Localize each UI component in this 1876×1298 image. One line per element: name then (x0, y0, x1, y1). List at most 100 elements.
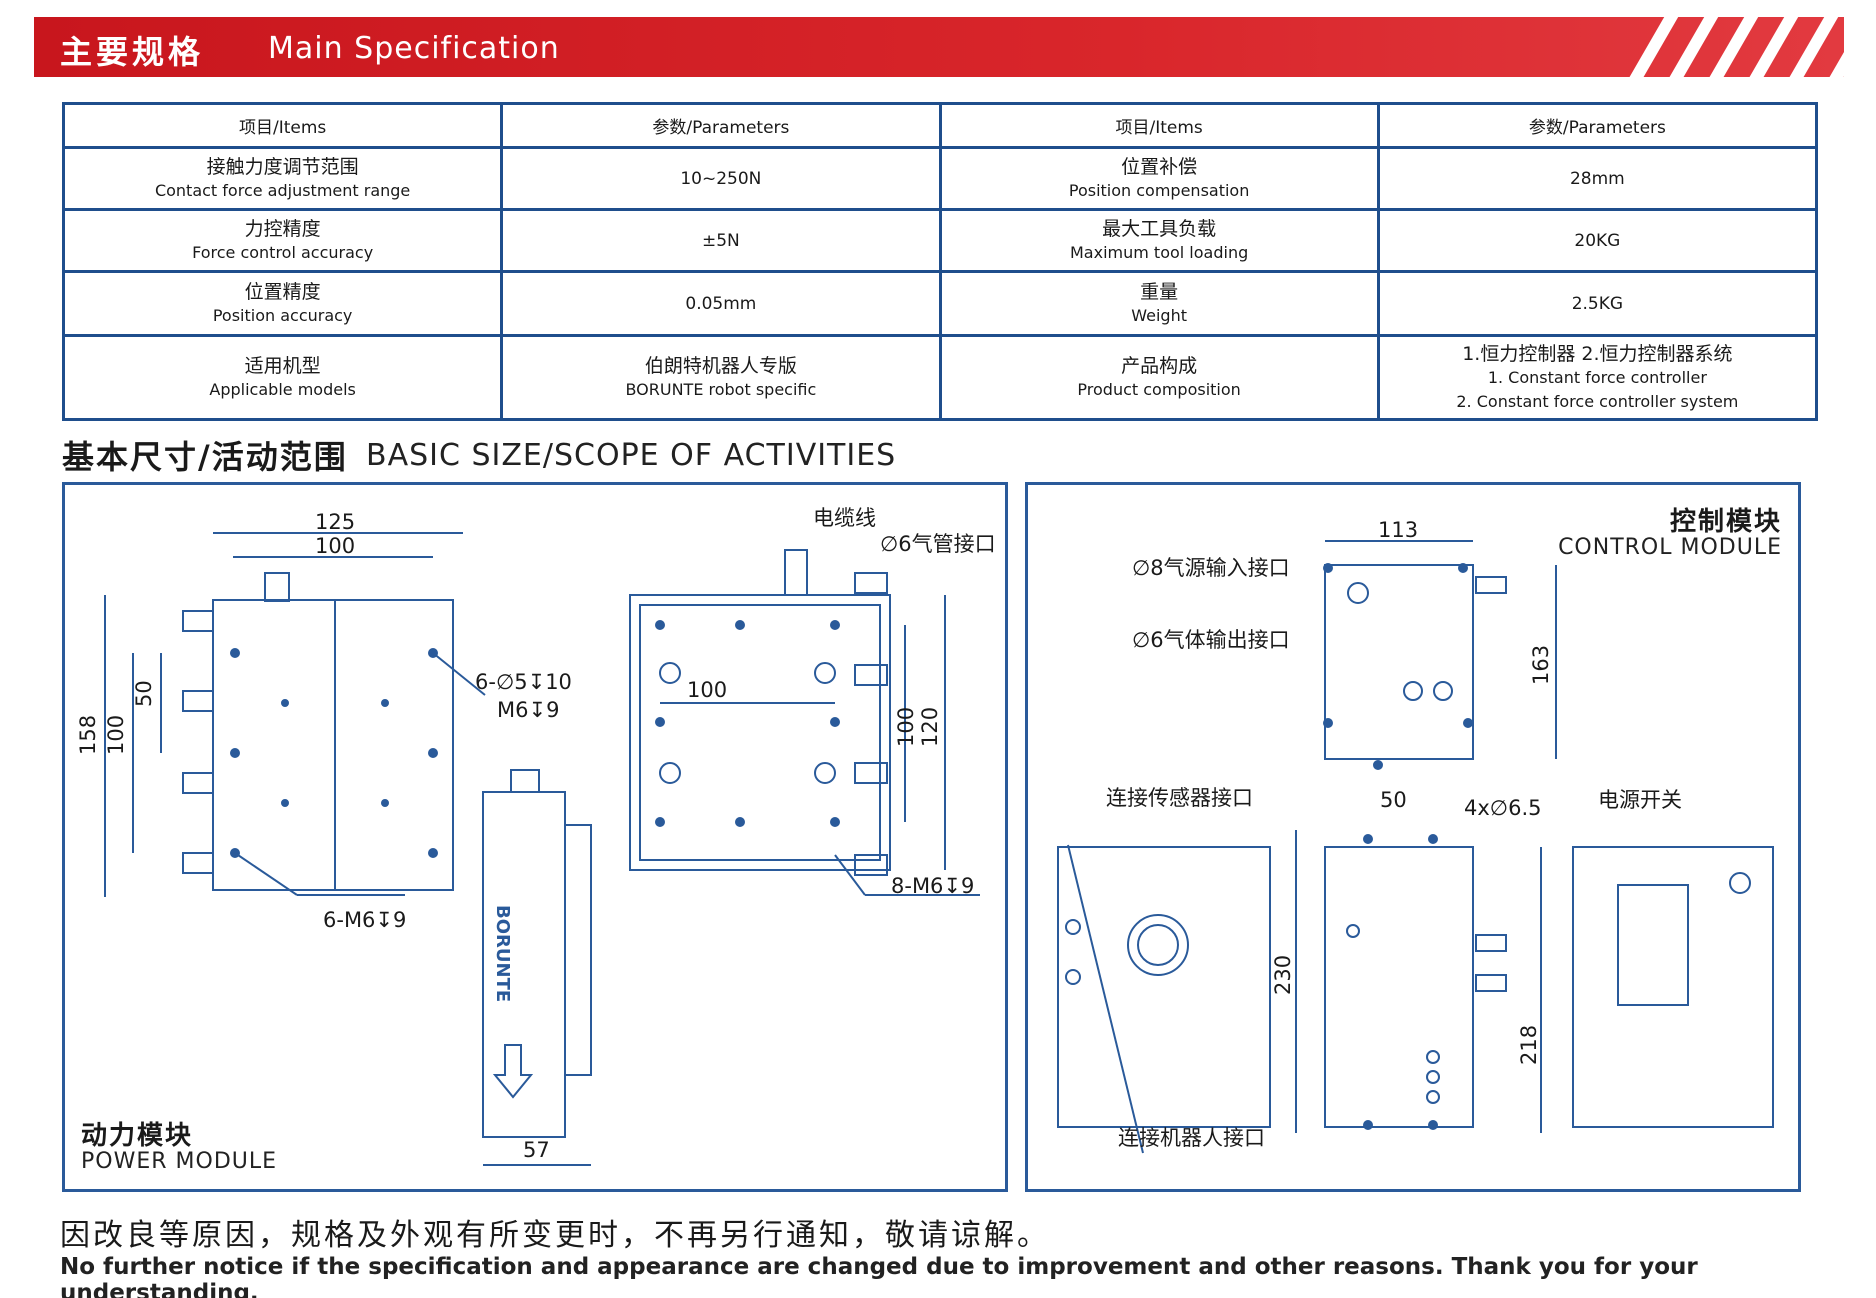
control-rear-body (1572, 846, 1774, 1128)
footer-note-en: No further notice if the specification a… (60, 1254, 1698, 1298)
value-cell: 0.05mm (500, 270, 942, 337)
side-dim-57: 57 (523, 1138, 550, 1162)
header-banner: 主要规格 Main Specification (34, 17, 1844, 77)
control-front-body (1324, 846, 1474, 1128)
front-dim-100: 100 (687, 678, 727, 702)
value-en: BORUNTE robot specific (625, 379, 817, 399)
value-cell: ±5N (500, 208, 942, 273)
front-dim-100-v: 100 (894, 707, 918, 747)
rear-panel-window (1617, 884, 1689, 1006)
value-en: 2. Constant force controller system (1456, 391, 1739, 411)
control-top-body (1324, 564, 1474, 760)
power-switch-label: 电源开关 (1598, 788, 1682, 812)
item-en: Contact force adjustment range (154, 180, 411, 200)
holes-label-b: M6↧9 (497, 698, 559, 722)
front-fittings (854, 572, 888, 876)
power-module-label-en: POWER MODULE (81, 1149, 278, 1174)
value-cell: 10~250N (500, 146, 942, 211)
control-module-panel: 113 163 ∅8气源输入接口 ∅6气体输出接口 连接传感器接口 连接机器人接… (1025, 482, 1801, 1192)
value-cell: 20KG (1376, 208, 1819, 273)
sensor-port-label: 连接传感器接口 (1106, 786, 1253, 810)
item-en: Weight (1131, 305, 1187, 325)
dim-163: 163 (1529, 645, 1553, 685)
item-zh: 位置补偿 (1121, 155, 1198, 178)
left-fittings (182, 610, 214, 874)
section-title-en: BASIC SIZE/SCOPE OF ACTIVITIES (366, 438, 897, 473)
power-switch-icon (1729, 872, 1751, 894)
spec-table: 项目/Items 参数/Parameters 项目/Items 参数/Param… (61, 102, 1819, 421)
dim-50-c: 50 (1380, 788, 1407, 812)
control-side-body (1057, 846, 1271, 1128)
value-en: 1. Constant force controller (1487, 367, 1707, 387)
header-title-en: Main Specification (268, 31, 560, 66)
dim-218: 218 (1517, 1025, 1541, 1065)
item-en: Force control accuracy (192, 242, 374, 262)
col-header: 项目/Items (938, 102, 1380, 149)
control-module-label-zh: 控制模块 (1669, 507, 1782, 537)
cable-label: 电缆线 (813, 506, 876, 530)
top-view-body (212, 599, 454, 891)
item-zh: 位置精度 (244, 280, 321, 303)
power-module-panel: 125 100 158 100 50 6-∅5↧10 M6↧9 6-M6↧9 电… (62, 482, 1008, 1192)
col-header: 项目/Items (61, 102, 504, 149)
item-en: Position accuracy (212, 305, 353, 325)
value-cell: 2.5KG (1376, 270, 1819, 337)
pipe-label: ∅6气管接口 (880, 532, 996, 556)
robot-port-label: 连接机器人接口 (1118, 1126, 1265, 1150)
spec-header-row: 项目/Items 参数/Parameters 项目/Items 参数/Param… (61, 102, 1819, 149)
footer-note-zh: 因改良等原因，规格及外观有所变更时，不再另行通知，敬请谅解。 (60, 1218, 1050, 1253)
air-out-label: ∅6气体输出接口 (1132, 628, 1290, 652)
section-title-zh: 基本尺寸/活动范围 (62, 438, 348, 476)
item-zh: 接触力度调节范围 (206, 155, 359, 178)
front-holes (655, 620, 840, 827)
air-in-label: ∅8气源输入接口 (1132, 556, 1290, 580)
brand-text: BORUNTE (492, 905, 513, 1002)
front-dim-120: 120 (918, 707, 942, 747)
dim-113: 113 (1378, 518, 1418, 542)
dim-50: 50 (132, 680, 156, 707)
value-cell: 28mm (1376, 146, 1819, 211)
item-en: Applicable models (209, 379, 356, 399)
front-view-body (629, 594, 891, 871)
decorative-stripes (1614, 17, 1844, 77)
dim-125: 125 (315, 510, 355, 534)
item-zh: 产品构成 (1121, 354, 1198, 377)
item-zh: 最大工具负载 (1102, 217, 1217, 240)
header-title-zh: 主要规格 (60, 33, 205, 71)
dim-230: 230 (1271, 955, 1295, 995)
item-zh: 力控精度 (244, 217, 321, 240)
dim-158: 158 (76, 715, 100, 755)
control-module-label-en: CONTROL MODULE (1558, 535, 1782, 560)
col-header: 参数/Parameters (500, 102, 942, 149)
power-module-label-zh: 动力模块 (81, 1121, 194, 1151)
dim-100: 100 (315, 534, 355, 558)
control-top-holes (1323, 563, 1473, 770)
holes-label-c: 6-M6↧9 (323, 908, 406, 932)
value-zh: 伯朗特机器人专版 (644, 354, 797, 377)
item-zh: 重量 (1140, 280, 1179, 303)
holes-label-a: 6-∅5↧10 (475, 670, 572, 694)
item-en: Maximum tool loading (1070, 242, 1249, 262)
power-module-drawing: 125 100 158 100 50 6-∅5↧10 M6↧9 6-M6↧9 电… (76, 506, 996, 1166)
dim-100-v: 100 (104, 715, 128, 755)
front-holes-label: 8-M6↧9 (891, 874, 974, 898)
item-en: Position compensation (1068, 180, 1250, 200)
control-front-holes (1363, 834, 1438, 1130)
col-header: 参数/Parameters (1376, 102, 1819, 149)
value-zh: 1.恒力控制器 2.恒力控制器系统 (1462, 342, 1733, 365)
holes-4x-label: 4x∅6.5 (1464, 796, 1541, 820)
item-en: Product composition (1077, 379, 1241, 399)
